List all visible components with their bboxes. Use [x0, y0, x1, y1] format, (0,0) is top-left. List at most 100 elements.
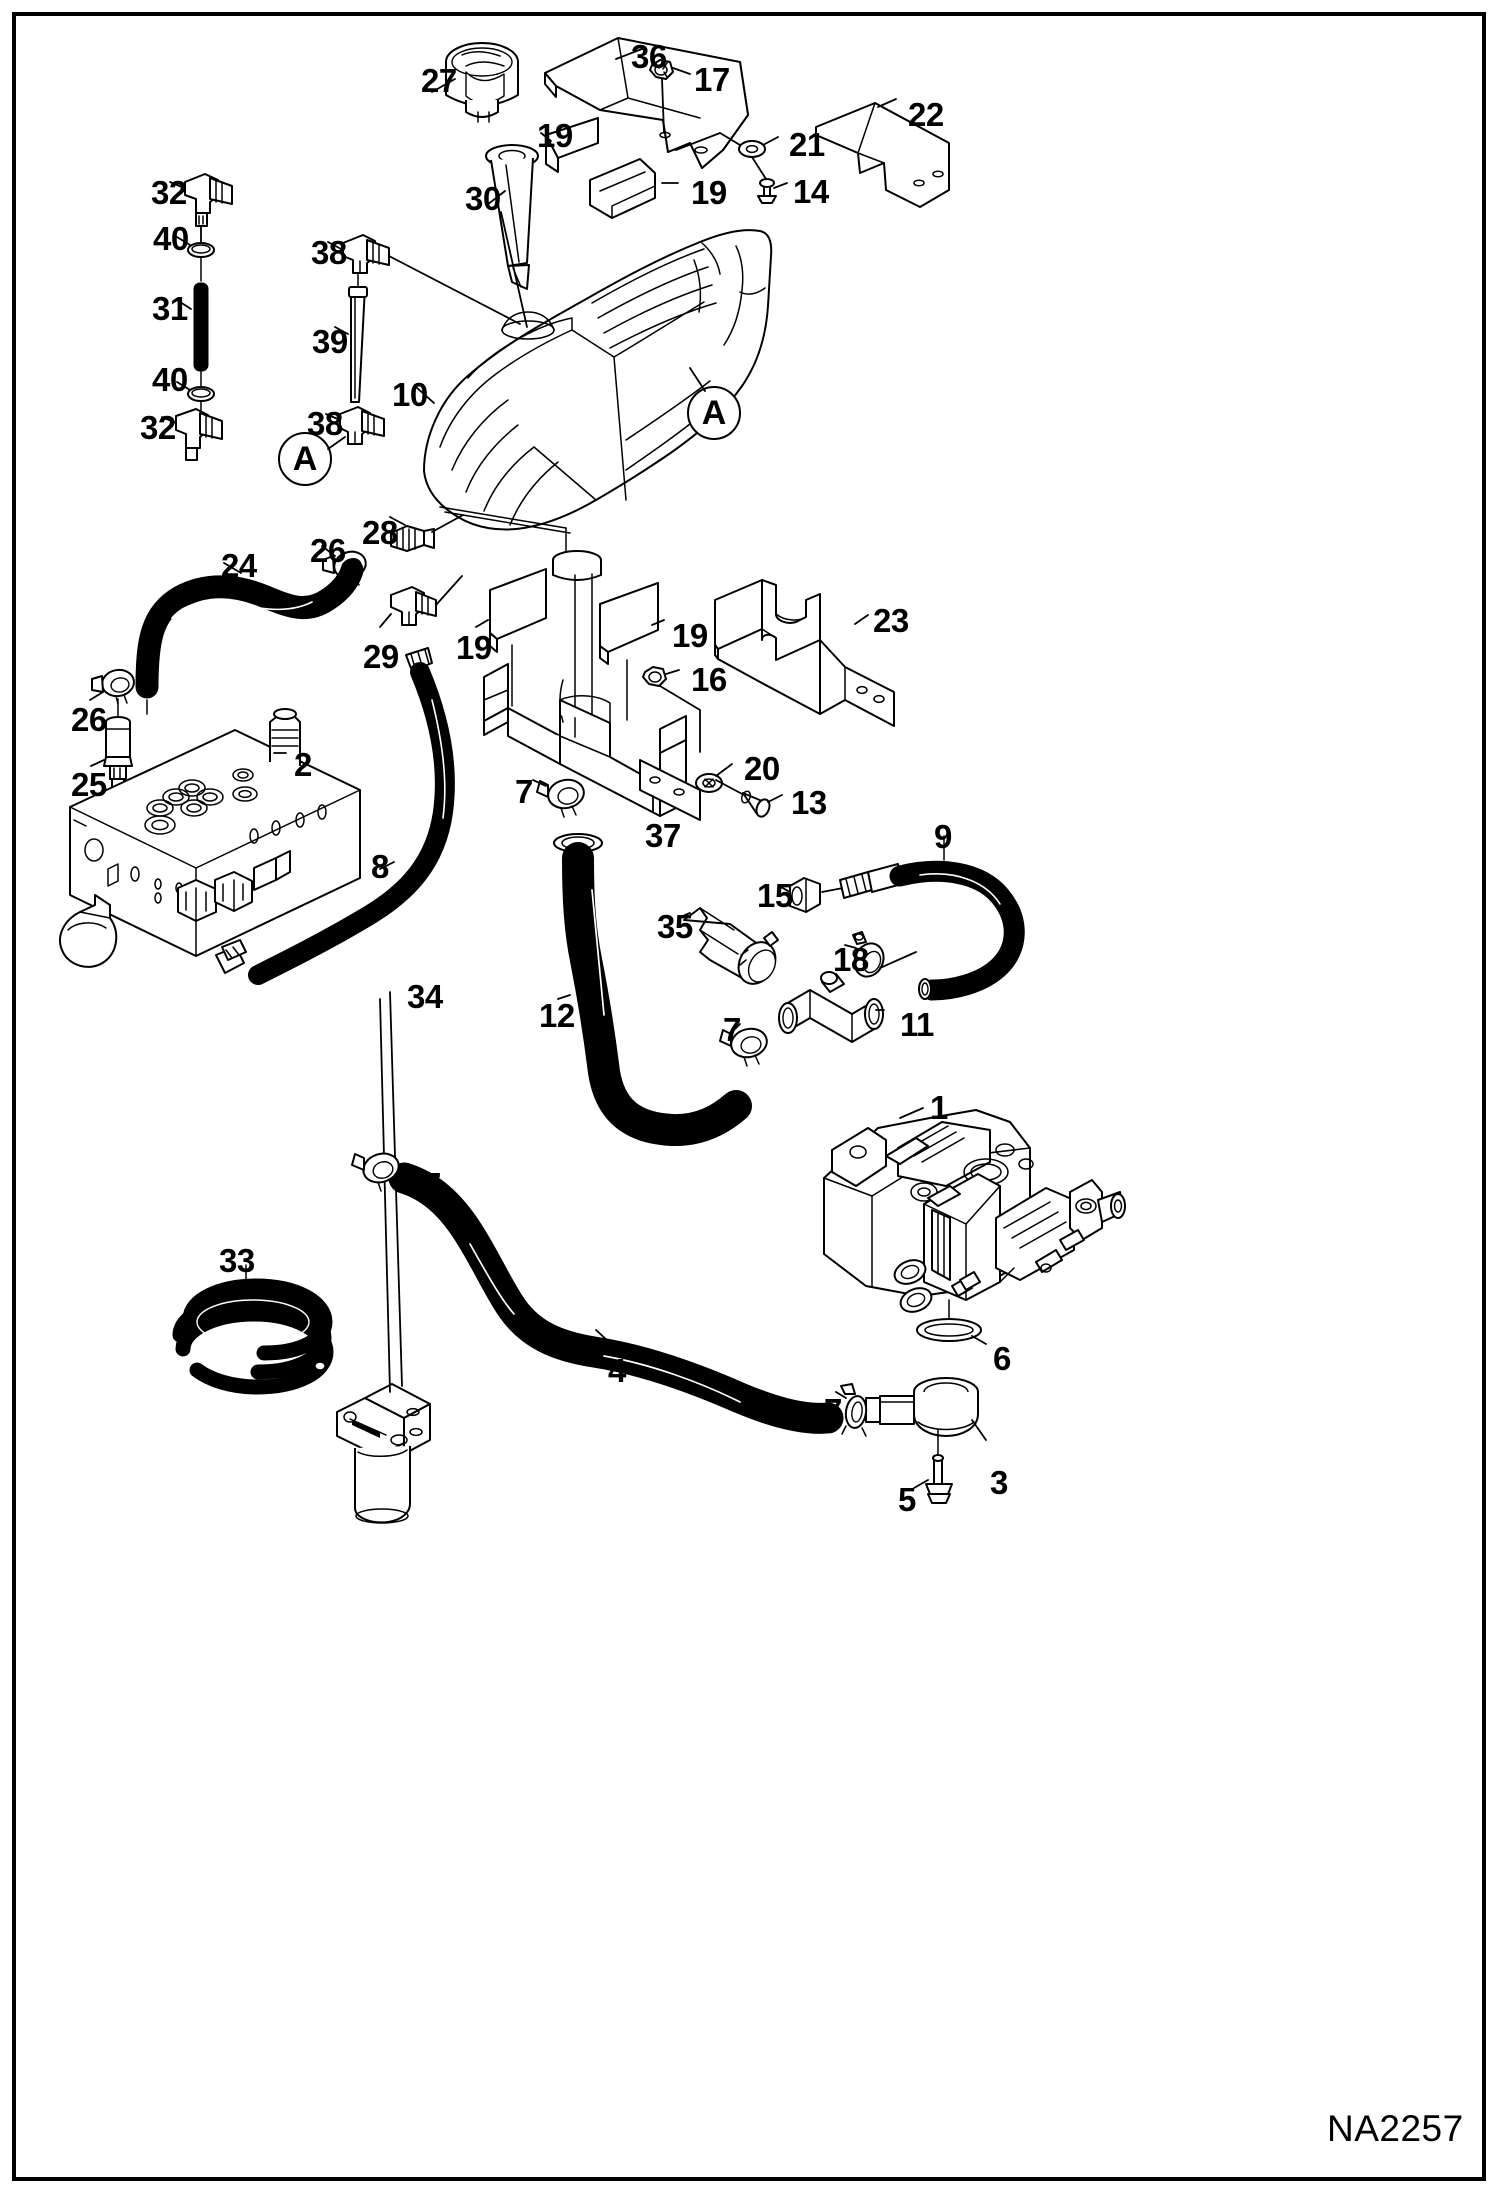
part-25-check-valve [103, 716, 133, 791]
part-13-pin [740, 790, 771, 818]
part-19-isolation-pad-d [599, 582, 659, 721]
callout-26-b: 26 [71, 701, 107, 738]
drawing-number: NA2257 [1327, 2108, 1464, 2149]
part-15-nut-fitting [789, 877, 821, 913]
part-5-bolt [925, 1454, 953, 1504]
part-33-coiled-hose [172, 1278, 334, 1395]
callout-7-a: 7 [515, 773, 533, 810]
part-34-filter-assembly [336, 1383, 431, 1524]
callout-40-a: 40 [153, 220, 189, 257]
callout-13: 13 [791, 784, 827, 821]
callout-8: 8 [371, 848, 389, 885]
callout-26-a: 26 [310, 532, 346, 569]
callout-24: 24 [221, 547, 257, 584]
part-32-elbow-fitting-top [184, 173, 233, 227]
part-38-elbow-fitting-bottom [339, 406, 385, 445]
callout-10: 10 [392, 376, 428, 413]
part-31-tube [192, 281, 210, 373]
callout-19-b: 19 [691, 174, 727, 211]
callout-23: 23 [873, 602, 909, 639]
callout-7-b: 7 [723, 1011, 741, 1048]
callout-4: 4 [608, 1352, 626, 1389]
part-7-hose-clamp-d [351, 1152, 400, 1192]
part-14-screw [757, 178, 777, 204]
part-7-hose-clamp-a [536, 778, 585, 818]
callout-27: 27 [421, 62, 457, 99]
callout-2: 2 [294, 746, 312, 783]
part-39-tube [348, 286, 368, 403]
part-20-flat-washer [695, 773, 723, 793]
callout-38-a: 38 [311, 234, 347, 271]
callout-30: 30 [465, 180, 501, 217]
part-3-suction-flange [865, 1377, 979, 1437]
part-32-elbow-fitting-bottom [175, 408, 223, 461]
callout-20: 20 [744, 750, 780, 787]
part-28-nipple-fitting [390, 525, 435, 552]
callout-5: 5 [898, 1481, 916, 1518]
callout-19-c: 19 [456, 629, 492, 666]
part-7-hose-clamp-b [719, 1027, 768, 1067]
callout-9: 9 [934, 818, 952, 855]
part-7-hose-clamp-c [840, 1383, 868, 1437]
part-19-isolation-pad-a [545, 117, 599, 173]
callout-39: 39 [312, 323, 348, 360]
part-27-fill-cap [445, 42, 519, 123]
part-4-hose [388, 1162, 844, 1434]
part-2-control-valve-manifold [59, 708, 361, 968]
callout-19-d: 19 [672, 617, 708, 654]
part-24-hose [135, 558, 364, 699]
callout-12: 12 [539, 997, 575, 1034]
part-36-heat-shield [544, 37, 749, 169]
reference-marker-a-left: A [292, 440, 318, 478]
callout-33: 33 [219, 1242, 255, 1279]
callout-32-b: 32 [140, 409, 176, 446]
part-30-dipstick-tube [485, 144, 539, 290]
reference-marker-a-right: A [701, 394, 727, 432]
part-11-tee-fitting [778, 971, 884, 1043]
callout-37: 37 [645, 817, 681, 854]
callout-7-d: 7 [824, 1392, 842, 1429]
part-8-hose [215, 647, 455, 985]
callout-31: 31 [152, 290, 188, 327]
callout-34: 34 [407, 978, 443, 1015]
callout-21: 21 [789, 126, 825, 163]
callout-1: 1 [930, 1089, 948, 1126]
callout-15: 15 [757, 877, 793, 914]
callout-35: 35 [657, 908, 693, 945]
part-18-hose-clamp [852, 931, 885, 978]
callout-19-a: 19 [537, 117, 573, 154]
callout-18: 18 [833, 941, 869, 978]
part-38-elbow-fitting-top [342, 234, 390, 274]
callout-17: 17 [694, 61, 730, 98]
part-40-o-ring-top [187, 242, 215, 258]
callout-36: 36 [631, 38, 667, 75]
callout-38-b: 38 [307, 405, 343, 442]
callout-32-a: 32 [151, 174, 187, 211]
part-19-isolation-pad-b [589, 158, 656, 219]
part-35-suction-tube [683, 907, 779, 985]
part-40-o-ring-bottom [187, 386, 215, 402]
callout-11: 11 [900, 1006, 934, 1043]
part-22-mounting-bracket [815, 102, 950, 208]
part-9-hose [839, 860, 1025, 1001]
callout-3: 3 [990, 1464, 1008, 1501]
part-37-support-tray [483, 663, 701, 821]
part-1-hydraulic-pump [823, 1109, 1126, 1313]
callout-40-b: 40 [152, 361, 188, 398]
part-10-hydraulic-reservoir [423, 229, 773, 531]
part-29-elbow-fitting [390, 586, 437, 626]
callout-6: 6 [993, 1340, 1011, 1377]
part-19-isolation-pad-c [489, 568, 547, 707]
part-23-retainer-bracket [714, 579, 895, 727]
callout-7-c: 7 [423, 1166, 441, 1203]
part-17-lock-nut [649, 59, 674, 80]
callout-22: 22 [908, 96, 944, 133]
callout-29: 29 [363, 638, 399, 675]
callout-16: 16 [691, 661, 727, 698]
part-16-nut [642, 666, 667, 687]
part-21-flat-washer [738, 140, 766, 158]
part-26-hose-clamp-lower [91, 668, 135, 705]
callout-28: 28 [362, 514, 398, 551]
